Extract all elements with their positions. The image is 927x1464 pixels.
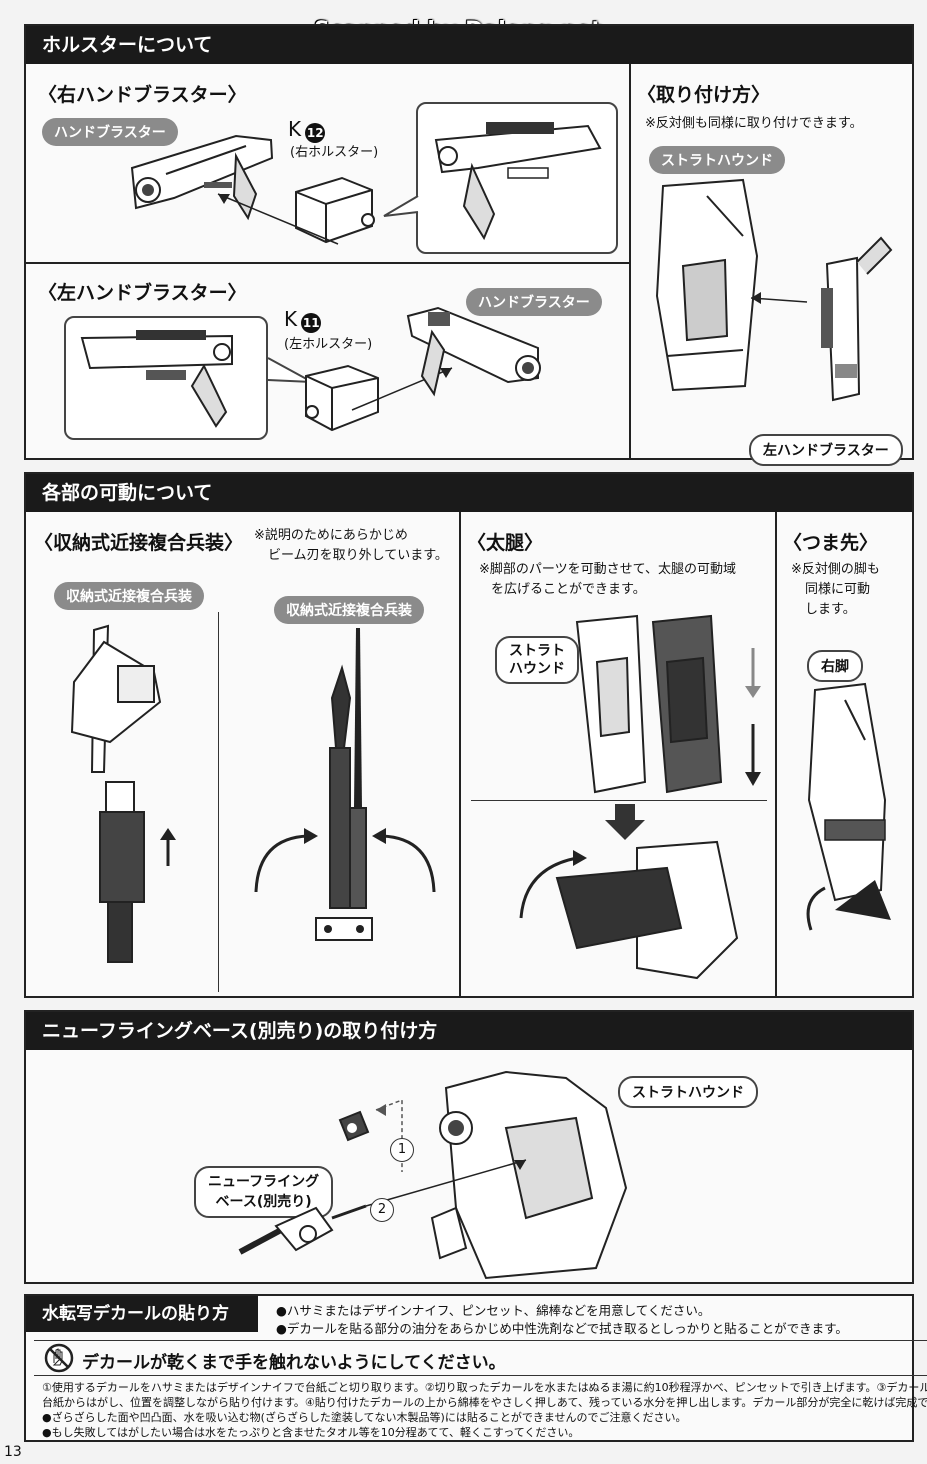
- left-holster-illustration: [305, 364, 379, 432]
- decal-step-line-4: ●もし失敗してはがしたい場合は水をたっぷりと含ませたタオル等を10分程あてて、軽…: [42, 1426, 580, 1439]
- flying-base-section: ニューフライングベース(別売り)の取り付け方 ストラトハウンド 1 ニューフライ…: [24, 1010, 914, 1284]
- thigh-body-label-line-2: ハウンド: [509, 661, 565, 677]
- flying-base-body-label: ストラトハウンド: [618, 1076, 758, 1108]
- attach-title: 〈取り付け方〉: [637, 84, 771, 106]
- toe-note-3: します。: [805, 602, 856, 617]
- left-blaster-zoom-callout: [64, 316, 268, 440]
- page-number: 13: [4, 1444, 22, 1460]
- weapon-label-right: 収納式近接複合兵装: [274, 596, 424, 624]
- right-callout-pointer: [383, 195, 419, 217]
- flying-base-base-label-line-2: ベース(別売り): [215, 1194, 312, 1210]
- flying-base-step-1-arrow: [375, 1098, 403, 1172]
- right-holster-illustration: [295, 176, 375, 244]
- right-holster-part-name: (右ホルスター): [290, 145, 379, 160]
- decal-bullet-2: ●デカールを貼る部分の油分をあらかじめ中性洗剤などで拭き取るとしっかりと貼ること…: [276, 1321, 848, 1336]
- flying-base-step-1-badge: 1: [390, 1138, 414, 1162]
- rotate-right-arrow: [372, 828, 436, 893]
- decal-step-line-2: 台紙からはがし、位置を調整しながら貼り付けます。④貼り付けたデカールの上から綿棒…: [42, 1396, 927, 1409]
- movement-divider-2: [775, 512, 777, 998]
- weapon-folded-illustration: [315, 628, 373, 941]
- left-holster-part-id: K 11: [284, 307, 322, 333]
- right-blaster-panel: 〈右ハンドブラスター〉 ハンドブラスター K 12 (右ホルスター): [26, 64, 629, 262]
- flying-base-header: ニューフライングベース(別売り)の取り付け方: [26, 1012, 912, 1050]
- attach-left-blaster-label: 左ハンドブラスター: [749, 434, 903, 466]
- holster-section-header: ホルスターについて: [26, 26, 912, 64]
- right-blaster-zoom-callout: [416, 102, 618, 254]
- movement-section-header: 各部の可動について: [26, 474, 912, 512]
- weapon-up-arrow: [160, 828, 176, 866]
- decal-step-line-3: ●ざらざらした面や凹凸面、水を吸い込む物(ざらざらした塗装してない木製品等)には…: [42, 1411, 687, 1424]
- toe-note-2: 同様に可動: [805, 582, 871, 597]
- thigh-legs-illustration: [575, 614, 723, 794]
- left-blaster-panel: 〈左ハンドブラスター〉 K 11 (左ホルスター): [26, 264, 629, 460]
- rotate-left-arrow: [254, 828, 318, 893]
- weapon-note-2: ビーム刃を取り外しています。: [268, 548, 448, 563]
- toe-panel: 〈つま先〉 ※反対側の脚も 同様に可動 します。 右脚: [777, 512, 914, 998]
- decal-bullet-1: ●ハサミまたはデザインナイフ、ピンセット、綿棒などを用意してください。: [276, 1303, 711, 1318]
- weapon-label-left: 収納式近接複合兵装: [54, 582, 204, 610]
- left-holster-part-number: 11: [301, 312, 322, 333]
- thigh-inner-divider: [471, 800, 767, 801]
- flying-base-base-label-line-1: ニューフライング: [208, 1174, 320, 1190]
- flying-base-base-label: ニューフライング ベース(別売り): [194, 1166, 334, 1218]
- decal-steps: ①使用するデカールをハサミまたはデザインナイフで台紙ごと切り取ります。②切り取っ…: [42, 1380, 927, 1440]
- flying-base-connector-illustration: [338, 1110, 370, 1142]
- left-hand-blaster-illustration: [406, 306, 541, 397]
- weapon-extended-illustration: [70, 624, 162, 963]
- no-touch-icon: [44, 1343, 74, 1373]
- flying-base-step-2-badge: 2: [370, 1198, 394, 1222]
- thigh-rotated-illustration: [519, 840, 739, 980]
- right-blaster-holstered-illustration: [434, 122, 602, 241]
- decal-section: 水転写デカールの貼り方 ●ハサミまたはデザインナイフ、ピンセット、綿棒などを用意…: [24, 1294, 927, 1442]
- right-hand-blaster-label: ハンドブラスター: [42, 118, 178, 146]
- holster-divider-horizontal: [26, 262, 629, 264]
- thigh-note-1: ※脚部のパーツを可動させて、太腿の可動域: [479, 562, 736, 577]
- thigh-body-label-line-1: ストラト: [509, 643, 565, 659]
- attach-body-label: ストラトハウンド: [649, 146, 785, 174]
- decal-step-line-1: ①使用するデカールをハサミまたはデザインナイフで台紙ごと切り取ります。②切り取っ…: [42, 1381, 927, 1394]
- weapon-note-1: ※説明のためにあらかじめ: [254, 528, 408, 543]
- thigh-panel: 〈太腿〉 ※脚部のパーツを可動させて、太腿の可動域 を広げることができます。 ス…: [461, 512, 775, 998]
- attach-note: ※反対側も同様に取り付けできます。: [645, 116, 863, 131]
- attach-arrow: [750, 292, 808, 304]
- thigh-note-2: を広げることができます。: [491, 582, 646, 597]
- left-holster-part-letter: K: [284, 307, 298, 331]
- weapon-title: 〈収納式近接複合兵装〉: [34, 532, 244, 554]
- toe-title: 〈つま先〉: [783, 532, 879, 554]
- left-hand-blaster-label: ハンドブラスター: [466, 288, 602, 316]
- thigh-title: 〈太腿〉: [467, 532, 544, 554]
- weapon-inner-divider: [218, 612, 219, 992]
- right-holster-part-id: K 12: [288, 117, 326, 143]
- holster-section: ホルスターについて 〈右ハンドブラスター〉 ハンドブラスター K 12 (右ホル…: [24, 24, 914, 466]
- thigh-down-arrows: [745, 648, 761, 786]
- holster-attach-panel: 〈取り付け方〉 ※反対側も同様に取り付けできます。 ストラトハウンド 左ハンドブ…: [631, 64, 912, 466]
- flying-base-arm-illustration: [238, 1159, 527, 1255]
- thigh-big-down-arrow: [605, 804, 645, 840]
- toe-leg-illustration: [806, 682, 891, 931]
- decal-caution-box: デカールが乾くまで手を触れないようにしてください。: [34, 1340, 927, 1376]
- right-blaster-title: 〈右ハンドブラスター〉: [38, 84, 247, 106]
- right-holster-part-letter: K: [288, 117, 302, 141]
- strathound-leg-illustration: [655, 178, 759, 392]
- left-holster-part-name: (左ホルスター): [284, 337, 373, 352]
- toe-right-leg-label: 右脚: [807, 650, 863, 682]
- right-holster-attach-arrow: [217, 193, 339, 245]
- holster-divider-vertical: [629, 64, 631, 460]
- thigh-body-label: ストラト ハウンド: [495, 636, 579, 684]
- movement-divider-1: [459, 512, 461, 998]
- left-blaster-vertical-illustration: [821, 236, 893, 402]
- decal-caution-text: デカールが乾くまで手を触れないようにしてください。: [82, 1353, 506, 1373]
- movement-section: 各部の可動について 〈収納式近接複合兵装〉 ※説明のためにあらかじめ ビーム刃を…: [24, 472, 914, 998]
- right-holster-part-number: 12: [305, 122, 326, 143]
- toe-note-1: ※反対側の脚も: [791, 562, 880, 577]
- decal-header: 水転写デカールの貼り方: [26, 1296, 258, 1332]
- left-blaster-title: 〈左ハンドブラスター〉: [38, 282, 247, 304]
- weapon-panel: 〈収納式近接複合兵装〉 ※説明のためにあらかじめ ビーム刃を取り外しています。 …: [26, 512, 459, 998]
- left-blaster-holstered-illustration: [80, 330, 233, 428]
- flying-base-robot-illustration: [430, 1070, 628, 1280]
